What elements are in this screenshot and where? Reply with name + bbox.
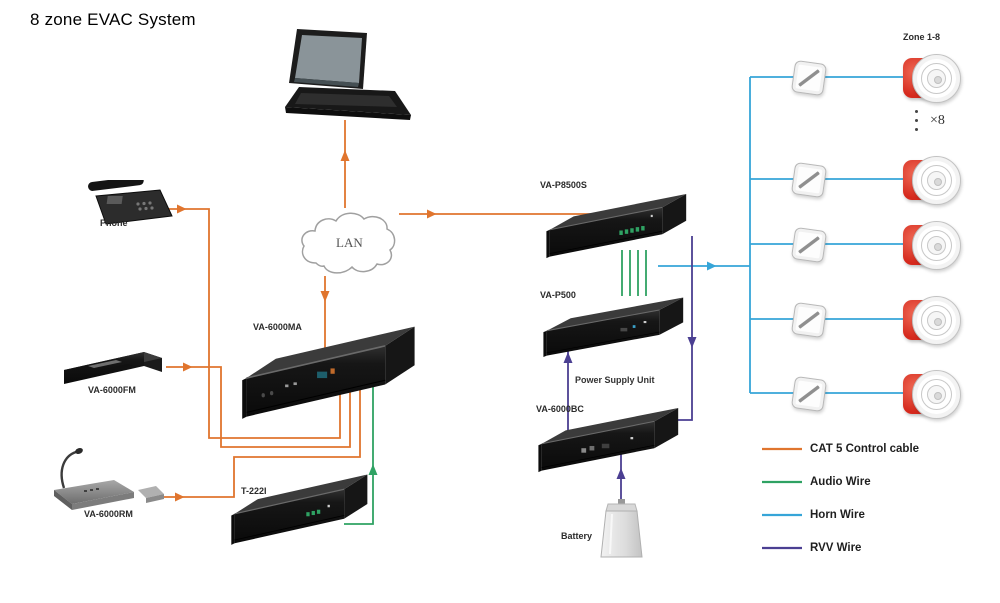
va-6000fm-unit	[58, 342, 168, 390]
laptop-illustration	[285, 29, 411, 120]
legend: CAT 5 Control cable Audio Wire Horn Wire…	[762, 442, 919, 554]
desk-phone	[82, 180, 174, 226]
wire	[162, 389, 361, 498]
repeat-dots	[915, 104, 918, 137]
speaker-grille	[912, 221, 961, 270]
legend-label-cat5: CAT 5 Control cable	[810, 442, 920, 455]
arrowhead	[183, 362, 193, 372]
va-p500-illustration	[542, 297, 684, 358]
arrowhead	[427, 209, 437, 219]
cat5-wires	[160, 120, 605, 502]
t-222i-rack	[228, 468, 374, 558]
va-6000ma-illustration	[241, 325, 416, 420]
volume-control	[790, 375, 828, 413]
legend-swatch-cat5	[762, 447, 802, 450]
arrowhead	[175, 492, 185, 502]
ceiling-speaker	[903, 294, 961, 346]
ceiling-speaker	[903, 219, 961, 271]
label-power-supply-unit: Power Supply Unit	[575, 375, 655, 385]
va-6000rm-mic	[50, 444, 168, 514]
audio-wires	[344, 250, 647, 525]
ceiling-speaker	[903, 154, 961, 206]
legend-swatch-horn	[762, 513, 802, 516]
va-6000bc-rack	[535, 402, 685, 484]
speaker-grille	[912, 54, 961, 103]
lan-cloud	[296, 204, 400, 280]
page-title: 8 zone EVAC System	[30, 10, 196, 29]
rvv-wires	[563, 236, 697, 500]
wire	[344, 385, 374, 525]
battery-illustration	[600, 499, 643, 558]
wire	[674, 236, 693, 421]
arrowhead	[320, 291, 330, 302]
label-lan: LAN	[336, 235, 363, 250]
arrowhead	[616, 468, 626, 479]
va-6000bc-illustration	[537, 407, 679, 473]
arrowhead	[563, 352, 573, 363]
va-6000ma-rack	[238, 318, 423, 436]
label-battery: Battery	[561, 531, 593, 541]
volume-control	[790, 161, 828, 199]
wire	[160, 208, 341, 439]
phone-illustration	[88, 180, 173, 225]
battery-unit	[598, 498, 646, 560]
arrowhead	[368, 464, 378, 475]
wire	[166, 366, 351, 448]
label-phone: Phone	[100, 218, 128, 228]
legend-label-audio: Audio Wire	[810, 475, 871, 488]
speaker-grille	[912, 296, 961, 345]
va-p8500s-illustration	[545, 193, 687, 259]
va-6000rm-illustration	[54, 448, 164, 510]
legend-label-rvv: RVV Wire	[810, 541, 862, 554]
va-p8500s-rack	[543, 188, 693, 270]
horn-wires	[658, 76, 905, 394]
legend-item-cat5: CAT 5 Control cable	[762, 442, 919, 455]
legend-label-horn: Horn Wire	[810, 508, 865, 521]
arrowhead	[687, 337, 697, 348]
t-222i-illustration	[230, 473, 368, 546]
ceiling-speaker	[903, 52, 961, 104]
label-vap500: VA-P500	[540, 290, 576, 300]
label-va6000ma: VA-6000MA	[253, 322, 302, 332]
label-vap8500s: VA-P8500S	[540, 180, 587, 190]
volume-control	[790, 226, 828, 264]
va-p500-rack	[540, 292, 690, 368]
label-va6000bc: VA-6000BC	[536, 404, 584, 414]
volume-control	[790, 301, 828, 339]
legend-swatch-audio	[762, 480, 802, 483]
va-6000fm-illustration	[64, 352, 162, 384]
speaker-grille	[912, 156, 961, 205]
speaker-grille	[912, 370, 961, 419]
label-t222i: T-222I	[241, 486, 267, 496]
cloud-illustration	[301, 212, 396, 274]
label-va6000rm: VA-6000RM	[84, 509, 133, 519]
legend-item-audio: Audio Wire	[762, 475, 919, 488]
label-va6000fm: VA-6000FM	[88, 385, 136, 395]
arrowhead	[707, 261, 717, 271]
legend-swatch-rvv	[762, 546, 802, 549]
label-zone-range: Zone 1-8	[903, 32, 941, 42]
arrowhead	[340, 150, 350, 161]
arrowhead	[177, 204, 187, 214]
legend-item-horn: Horn Wire	[762, 508, 919, 521]
label-zone-multiplier: ×8	[930, 113, 945, 128]
volume-control	[790, 59, 828, 97]
legend-item-rvv: RVV Wire	[762, 541, 919, 554]
laptop	[283, 27, 413, 123]
ceiling-speaker	[903, 368, 961, 420]
